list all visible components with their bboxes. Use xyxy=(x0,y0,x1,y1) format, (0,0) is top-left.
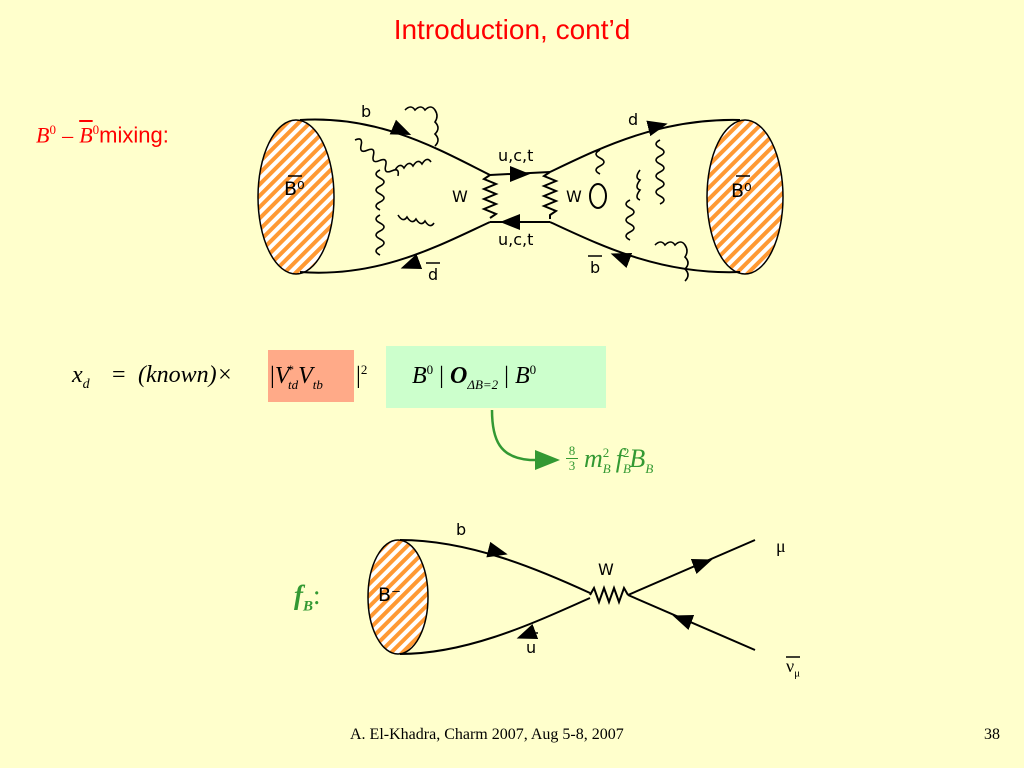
formula-equals: = xyxy=(112,362,126,388)
formula-known: (known)× xyxy=(138,362,233,388)
w-left-label: W xyxy=(452,187,468,206)
b-quark-line xyxy=(299,118,491,176)
result-arrow xyxy=(490,409,560,470)
left-meson-blob xyxy=(257,119,335,275)
decay-quark-ubar-label: u xyxy=(526,638,537,657)
ubar-line-decay xyxy=(399,597,591,655)
w-right-label: W xyxy=(566,187,582,206)
gluon-right-4 xyxy=(654,241,689,282)
nu-line xyxy=(627,594,756,651)
top-internal-label: u,c,t xyxy=(498,146,534,165)
bminus-label: B⁻ xyxy=(378,584,402,606)
nu-label: νμ xyxy=(786,656,801,680)
ckm-product: |V*tdVtb xyxy=(270,362,323,392)
page-title: Introduction, cont’d xyxy=(393,14,631,45)
mu-label: μ xyxy=(776,536,786,556)
gluon-left-4 xyxy=(394,158,432,171)
quark-dbar-label: d xyxy=(428,265,439,284)
left-meson-label: B⁰ xyxy=(284,178,305,200)
w-boson-left xyxy=(481,174,499,219)
ckm-highlight-box xyxy=(268,350,354,402)
mixing-label: B0 – B0mixing: xyxy=(36,122,169,148)
matrix-element-box xyxy=(386,346,606,408)
gluon-left-6 xyxy=(404,106,439,147)
bottom-internal-label: u,c,t xyxy=(498,230,534,249)
bminus-meson-blob xyxy=(367,539,429,655)
bbar-quark-line xyxy=(549,221,741,274)
xd-formula: xd xyxy=(72,362,90,392)
d-quark-line xyxy=(549,118,741,173)
fb-label: fB: xyxy=(294,580,321,615)
result-fraction: 8 3 xyxy=(566,444,578,473)
quark-b-label: b xyxy=(361,102,372,121)
gluon-left-1 xyxy=(354,138,400,177)
gluon-left-3 xyxy=(375,214,385,256)
mu-line xyxy=(627,539,756,596)
gluon-right-3 xyxy=(595,149,605,175)
quark-bbar-label: b xyxy=(590,258,601,277)
gluon-right-5 xyxy=(636,169,642,201)
matrix-element: B0 | OΔB=2 | B0 xyxy=(412,362,537,392)
page-number: 38 xyxy=(984,726,1000,743)
gluon-right-2 xyxy=(625,199,635,241)
b-line-decay xyxy=(399,539,591,594)
decay-w-label: W xyxy=(598,560,614,579)
ckm-abs-squared: |2 xyxy=(356,362,368,389)
right-meson-label: B⁰ xyxy=(731,180,752,202)
gluon-right-1 xyxy=(655,139,665,205)
w-boson-decay xyxy=(589,585,629,605)
w-boson-right xyxy=(541,171,559,219)
result-expression: mB2 fB2BB xyxy=(584,444,654,477)
gluon-left-2 xyxy=(375,169,385,211)
footer-citation: A. El-Khadra, Charm 2007, Aug 5-8, 2007 xyxy=(350,726,624,743)
decay-quark-b-label: b xyxy=(456,520,467,539)
quark-d-label: d xyxy=(628,110,639,129)
right-meson-blob xyxy=(706,119,784,275)
gluon-left-5 xyxy=(397,214,435,227)
